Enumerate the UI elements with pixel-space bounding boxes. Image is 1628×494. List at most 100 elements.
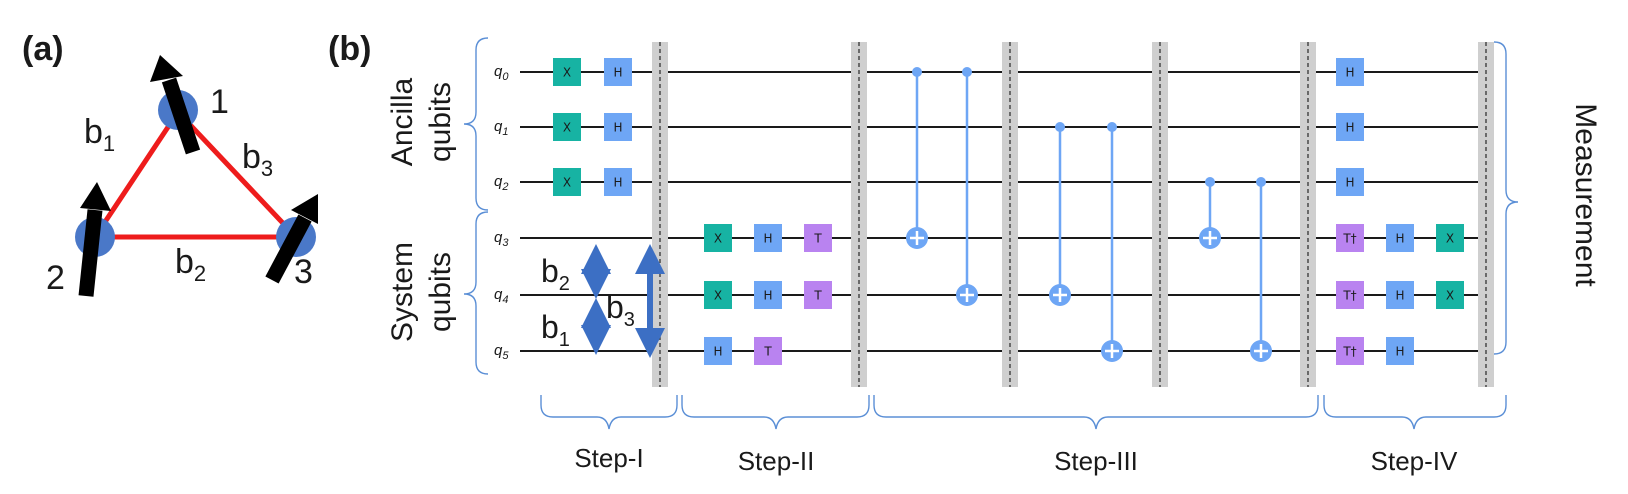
spin-arrow-3: [265, 194, 318, 284]
measurement-brace: [1493, 41, 1519, 355]
gate-t: T†: [1336, 224, 1364, 252]
gate-h: H: [604, 58, 632, 86]
gate-label: H: [1395, 345, 1404, 359]
gate-x: X: [553, 113, 581, 141]
bond-b3-label: b3: [242, 138, 273, 181]
gate-h: H: [754, 224, 782, 252]
gate-h: H: [1386, 281, 1414, 309]
gate-h: H: [1386, 337, 1414, 365]
gate-h: H: [704, 337, 732, 365]
step-iii-label: Step-III: [1054, 446, 1138, 476]
panel-b-label: (b): [328, 30, 371, 68]
step-ii-brace: [681, 395, 870, 430]
step-iv-label: Step-IV: [1371, 446, 1458, 476]
cnot-control-dot: [912, 67, 922, 77]
gate-label: X: [563, 121, 571, 135]
qubit-labels: q0 q1 q2 q3 q4 q5: [494, 63, 509, 362]
coupling-label-b2: b2: [541, 253, 570, 295]
gate-t: T: [754, 337, 782, 365]
cnot-gate: [956, 67, 978, 306]
ancilla-label-line1: Ancilla: [386, 77, 419, 166]
node-1-label: 1: [210, 83, 229, 121]
step-ii-label: Step-II: [738, 446, 815, 476]
gate-t: T: [804, 224, 832, 252]
gate-box: [553, 168, 581, 196]
gate-label: T: [813, 232, 822, 246]
system-label-line2: qubits: [424, 252, 457, 332]
qubit-label: q1: [494, 118, 508, 138]
gate-label: H: [713, 345, 722, 359]
gate-x: X: [553, 168, 581, 196]
gate-label: H: [1345, 66, 1354, 80]
step-i-brace: [540, 395, 678, 430]
gate-label: X: [563, 66, 571, 80]
barrier: [1152, 42, 1168, 387]
gate-box: [553, 113, 581, 141]
gate-box: [1386, 224, 1414, 252]
cnot-control-dot: [1107, 122, 1117, 132]
gate-box: [1336, 281, 1364, 309]
gate-label: T†: [1342, 232, 1356, 246]
gate-box: [704, 224, 732, 252]
gate-t: T†: [1336, 337, 1364, 365]
qubit-label: q0: [494, 63, 509, 83]
gate-box: [704, 281, 732, 309]
gate-box: [804, 224, 832, 252]
cnot-gate: [906, 67, 928, 249]
cnot-control-dot: [1055, 122, 1065, 132]
bond-b3-line: [176, 110, 298, 239]
cnot-control-dot: [1256, 177, 1266, 187]
gate-label: H: [613, 66, 622, 80]
barrier: [1300, 42, 1316, 387]
gate-x: X: [553, 58, 581, 86]
gate-x: X: [704, 281, 732, 309]
step-i-label: Step-I: [574, 443, 643, 473]
step-iii-brace: [873, 395, 1319, 430]
cnot-gate: [1101, 122, 1123, 362]
gate-label: T†: [1342, 345, 1356, 359]
gate-box: [604, 168, 632, 196]
gate-box: [754, 337, 782, 365]
gate-label: X: [1446, 289, 1454, 303]
node-2-label: 2: [46, 259, 65, 297]
gate-t: T: [804, 281, 832, 309]
gate-label: H: [763, 232, 772, 246]
panel-a: (a) 1 2 3 b1 b3 b2: [22, 30, 318, 297]
barriers: [652, 42, 1494, 387]
gate-label: H: [1395, 232, 1404, 246]
coupling-arrows: b2 b1 b3: [541, 244, 665, 358]
cnot-gate: [1250, 177, 1272, 362]
bond-b2-label: b2: [175, 243, 206, 286]
bond-b1-line: [92, 110, 181, 239]
gate-h: H: [1336, 113, 1364, 141]
gate-box: [604, 58, 632, 86]
qubit-label: q5: [494, 342, 509, 362]
ancilla-label-line2: qubits: [424, 82, 457, 162]
gate-label: T: [763, 345, 772, 359]
cnot-gates: [906, 67, 1272, 362]
gate-label: X: [714, 289, 722, 303]
gate-h: H: [754, 281, 782, 309]
coupling-label-b1: b1: [541, 309, 570, 351]
gate-h: H: [1386, 224, 1414, 252]
node-3-label: 3: [294, 253, 313, 291]
cnot-gate: [1049, 122, 1071, 306]
ancilla-brace: [463, 37, 489, 211]
cnot-control-dot: [1205, 177, 1215, 187]
system-brace: [463, 211, 489, 375]
gate-label: H: [1395, 289, 1404, 303]
gate-box: [804, 281, 832, 309]
gate-h: H: [604, 113, 632, 141]
gate-h: H: [1336, 168, 1364, 196]
gate-box: [1336, 113, 1364, 141]
panel-a-label: (a): [22, 30, 64, 68]
gate-label: H: [1345, 121, 1354, 135]
barrier: [652, 42, 668, 387]
gate-box: [604, 113, 632, 141]
measurement-label: Measurement: [1569, 103, 1602, 287]
panel-b: (b) Ancilla qubits System qubits Measure…: [328, 30, 1602, 476]
cnot-control-dot: [962, 67, 972, 77]
gate-box: [754, 281, 782, 309]
